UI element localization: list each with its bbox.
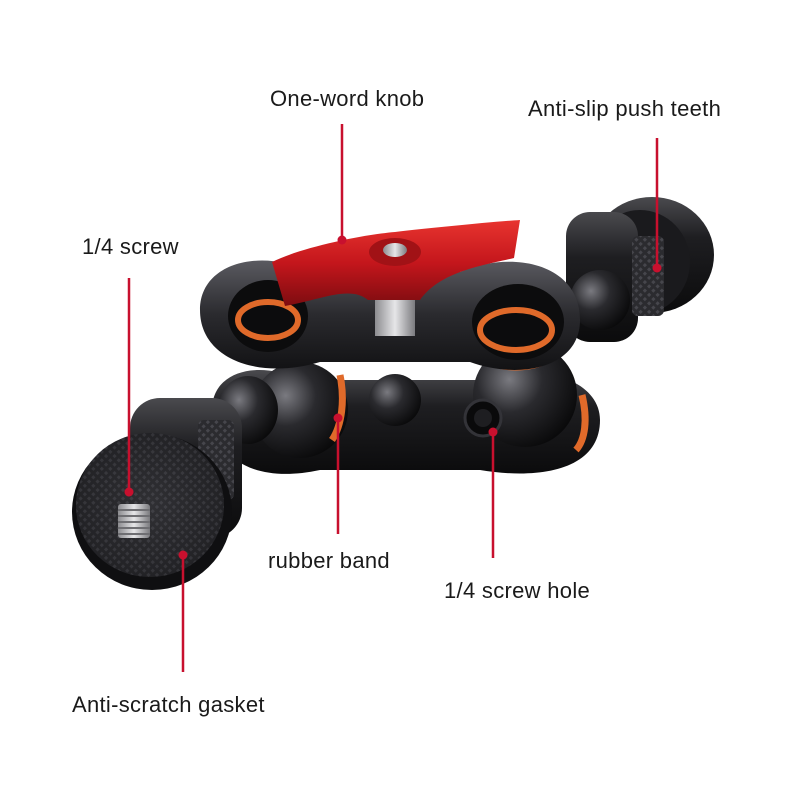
label-quarter-screw: 1/4 screw: [82, 234, 179, 259]
right-clamp: [566, 197, 714, 342]
label-one-word-knob: One-word knob: [270, 86, 425, 111]
label-anti-slip-push-teeth: Anti-slip push teeth: [528, 96, 722, 121]
label-rubber-band: rubber band: [268, 548, 390, 573]
red-knob: [272, 220, 520, 336]
leader-lines: [124, 124, 662, 672]
label-anti-scratch-gasket: Anti-scratch gasket: [72, 692, 265, 717]
label-quarter-screw-hole: 1/4 screw hole: [444, 578, 591, 603]
left-clamp: [72, 376, 278, 590]
quarter-inch-screw: [118, 504, 150, 538]
